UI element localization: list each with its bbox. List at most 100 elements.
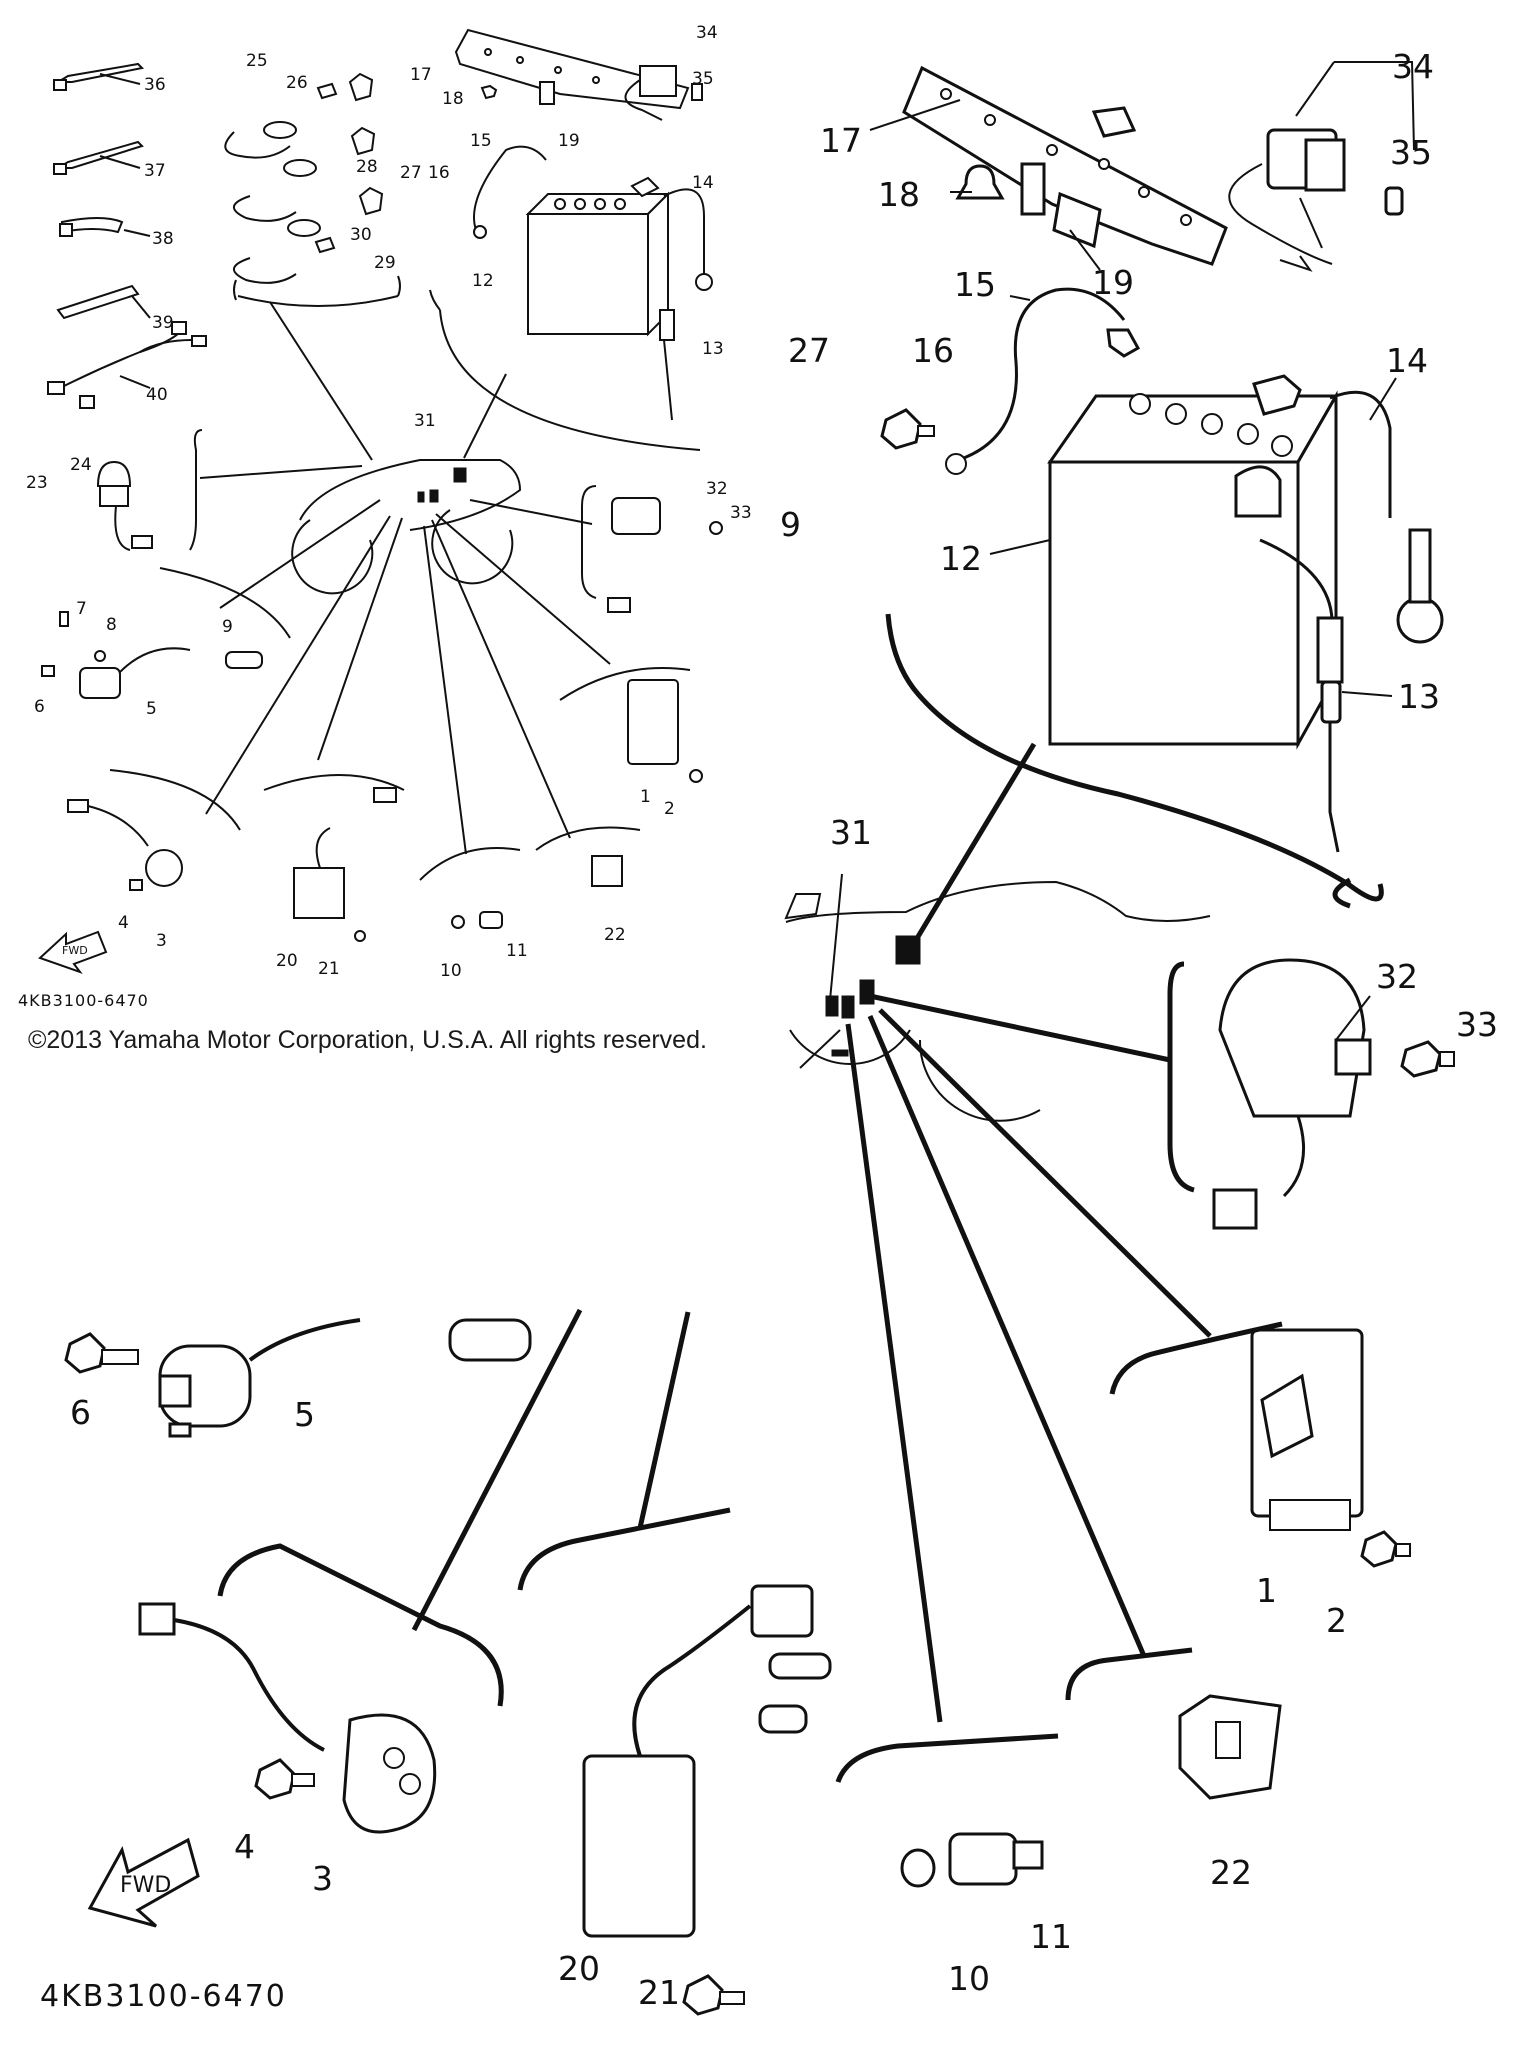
ov-label-18: 18 — [442, 89, 464, 109]
ov-label-19: 19 — [558, 131, 580, 151]
lead-14 — [1252, 374, 1444, 644]
ignition-coil-group — [41, 567, 291, 699]
label-15: 15 — [954, 265, 996, 304]
label-35: 35 — [1390, 133, 1432, 172]
label-2: 2 — [1326, 1601, 1347, 1640]
band-38 — [59, 217, 151, 237]
drawing-code-small: 4KB3100-6470 — [18, 991, 149, 1010]
bracket-17 — [902, 65, 1228, 266]
ov-label-23: 23 — [26, 473, 48, 493]
label-5: 5 — [294, 1395, 315, 1434]
cable-15 — [945, 287, 1141, 475]
label-31: 31 — [830, 813, 872, 852]
fwd-label-large: FWD — [120, 1873, 171, 1898]
ov-label-34: 34 — [696, 23, 718, 43]
copyright-notice: ©2013 Yamaha Motor Corporation, U.S.A. A… — [28, 1026, 707, 1054]
label-17: 17 — [820, 121, 862, 160]
main-switch-group — [96, 429, 203, 551]
label-16: 16 — [912, 331, 954, 370]
flasher-group — [581, 485, 723, 613]
ov-label-20: 20 — [276, 951, 298, 971]
ov-label-40: 40 — [146, 385, 168, 405]
ov-label-8: 8 — [106, 615, 117, 635]
ignition-coil-5 — [64, 1318, 532, 1438]
band-39 — [56, 284, 151, 320]
ov-label-37: 37 — [144, 161, 166, 181]
overview-diagram: FWD 1 2 3 4 5 6 7 8 9 10 11 12 13 14 15 … — [18, 23, 752, 1010]
ov-label-28: 28 — [356, 157, 378, 177]
tie-strap-37 — [53, 140, 144, 175]
ov-label-13: 13 — [702, 339, 724, 359]
label-27: 27 — [788, 331, 830, 370]
ov-label-5: 5 — [146, 699, 157, 719]
ov-label-14: 14 — [692, 173, 714, 193]
label-32: 32 — [1376, 957, 1418, 996]
ov-label-1: 1 — [640, 787, 651, 807]
rectifier-group — [263, 774, 405, 942]
bolt-16 — [880, 408, 935, 450]
ov-label-25: 25 — [246, 51, 268, 71]
label-9: 9 — [780, 505, 801, 544]
label-21: 21 — [638, 1973, 680, 2012]
label-6: 6 — [70, 1393, 91, 1432]
fwd-arrow-large: FWD — [87, 1837, 200, 1928]
label-22: 22 — [1210, 1853, 1252, 1892]
pickup-coil-group — [67, 769, 241, 891]
ov-label-39: 39 — [152, 313, 174, 333]
ov-label-36: 36 — [144, 75, 166, 95]
ov-label-30: 30 — [350, 225, 372, 245]
ov-label-26: 26 — [286, 73, 308, 93]
vehicle-center — [784, 880, 1211, 1122]
ov-label-33: 33 — [730, 503, 752, 523]
label-11: 11 — [1030, 1917, 1072, 1956]
ov-label-24: 24 — [70, 455, 92, 475]
fwd-arrow-small: FWD — [38, 930, 108, 975]
cdi-1 — [1109, 1321, 1411, 1568]
ov-label-17: 17 — [410, 65, 432, 85]
ov-label-7: 7 — [76, 599, 87, 619]
drawing-code-large: 4KB3100-6470 — [40, 1979, 287, 2014]
regulator-20 — [517, 1507, 832, 2016]
relay-group — [624, 65, 703, 121]
ov-label-16: 16 — [428, 163, 450, 183]
ov-label-27: 27 — [400, 163, 422, 183]
ov-label-11: 11 — [506, 941, 528, 961]
ov-label-31: 31 — [414, 411, 436, 431]
ov-label-2: 2 — [664, 799, 675, 819]
ov-label-22: 22 — [604, 925, 626, 945]
battery-12 — [1047, 390, 1339, 750]
cdi-unit-group — [559, 667, 703, 783]
label-33: 33 — [1456, 1005, 1498, 1044]
enlarged-diagram: FWD 1 2 3 4 5 6 10 11 12 13 14 15 16 17 … — [40, 47, 1498, 2016]
flasher-32 — [1167, 958, 1455, 1230]
ov-label-32: 32 — [706, 479, 728, 499]
label-12: 12 — [940, 539, 982, 578]
ov-label-12: 12 — [472, 271, 494, 291]
ov-label-21: 21 — [318, 959, 340, 979]
thermo-switch-group — [419, 847, 521, 929]
label-3: 3 — [312, 1859, 333, 1898]
label-10: 10 — [948, 1959, 990, 1998]
connector-22-group — [535, 826, 641, 887]
ov-label-9: 9 — [222, 617, 233, 637]
overview-labels: 1 2 3 4 5 6 7 8 9 10 11 12 13 14 15 16 1… — [26, 23, 752, 981]
connector-22 — [1065, 1647, 1282, 1800]
label-18: 18 — [878, 175, 920, 214]
ov-label-3: 3 — [156, 931, 167, 951]
label-13: 13 — [1398, 677, 1440, 716]
ov-label-35: 35 — [692, 69, 714, 89]
label-14: 14 — [1386, 341, 1428, 380]
ov-label-29: 29 — [374, 253, 396, 273]
lead-group-25-30 — [224, 72, 401, 307]
ov-label-6: 6 — [34, 697, 45, 717]
enlarged-labels: 1 2 3 4 5 6 10 11 12 13 14 15 16 17 18 1… — [70, 47, 1498, 2012]
ov-label-15: 15 — [470, 131, 492, 151]
label-4: 4 — [234, 1827, 255, 1866]
pickup-coil-3 — [138, 1543, 504, 1834]
ov-label-4: 4 — [118, 913, 129, 933]
tie-strap-36 — [53, 62, 145, 91]
vehicle-silhouette — [291, 459, 522, 595]
relay-34 — [1228, 128, 1404, 272]
breather-13 — [1259, 538, 1344, 853]
